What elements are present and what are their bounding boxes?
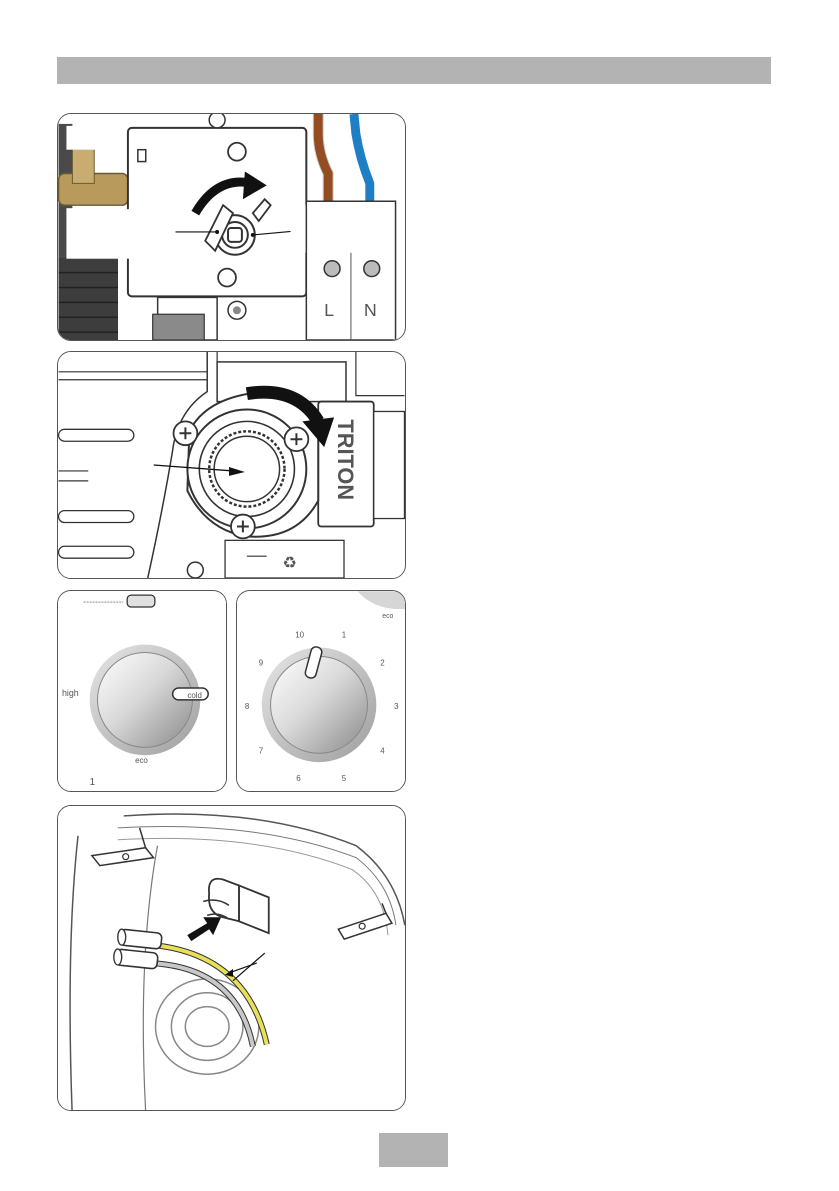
spindle — [228, 228, 242, 242]
label-eco: eco — [135, 756, 148, 765]
scale-9: 9 — [259, 658, 264, 667]
screw-top-left — [174, 421, 198, 445]
knob-spline-drawing: TRITON ♻ — [58, 352, 405, 578]
numbered-dial-drawing: eco 10 1 2 3 4 5 6 7 8 9 — [237, 591, 405, 791]
dial-knob — [271, 656, 368, 753]
svg-text:♻: ♻ — [283, 555, 297, 572]
ribbed-pipe — [59, 258, 118, 340]
temperature-knob-drawing: high cold eco 1 — [58, 591, 226, 791]
scale-8: 8 — [245, 702, 250, 711]
microswitch — [153, 314, 205, 340]
illustration-sensor-clip — [57, 805, 406, 1111]
page-number-box — [379, 1133, 448, 1167]
scale-7: 7 — [259, 746, 263, 755]
illustration-knob-spline: TRITON ♻ — [57, 351, 406, 579]
scale-1: 1 — [342, 631, 346, 640]
screw-bottom — [231, 515, 255, 539]
illustration-thermostat-wiring: L N — [57, 113, 406, 341]
label-cold: cold — [187, 691, 201, 700]
scale-3: 3 — [394, 702, 399, 711]
illustration-numbered-dial: eco 10 1 2 3 4 5 6 7 8 9 — [236, 590, 406, 792]
scale-4: 4 — [380, 746, 385, 755]
scale-5: 5 — [342, 774, 347, 783]
terminal-label-neutral: N — [364, 300, 377, 320]
screw-right — [285, 427, 309, 451]
illustration-temperature-knob: high cold eco 1 — [57, 590, 227, 792]
brand-label: TRITON — [333, 419, 358, 500]
corner-number: 1 — [90, 777, 96, 788]
scale-10: 10 — [295, 631, 304, 640]
thermostat-wiring-drawing: L N — [58, 114, 405, 340]
label-high: high — [62, 688, 79, 698]
neon-indicator — [127, 595, 155, 607]
sensor-clip-drawing — [58, 806, 405, 1110]
scale-6: 6 — [296, 774, 301, 783]
header-bar — [57, 57, 771, 84]
terminal-label-live: L — [324, 300, 334, 320]
label-eco: eco — [382, 613, 393, 620]
scale-2: 2 — [380, 658, 384, 667]
